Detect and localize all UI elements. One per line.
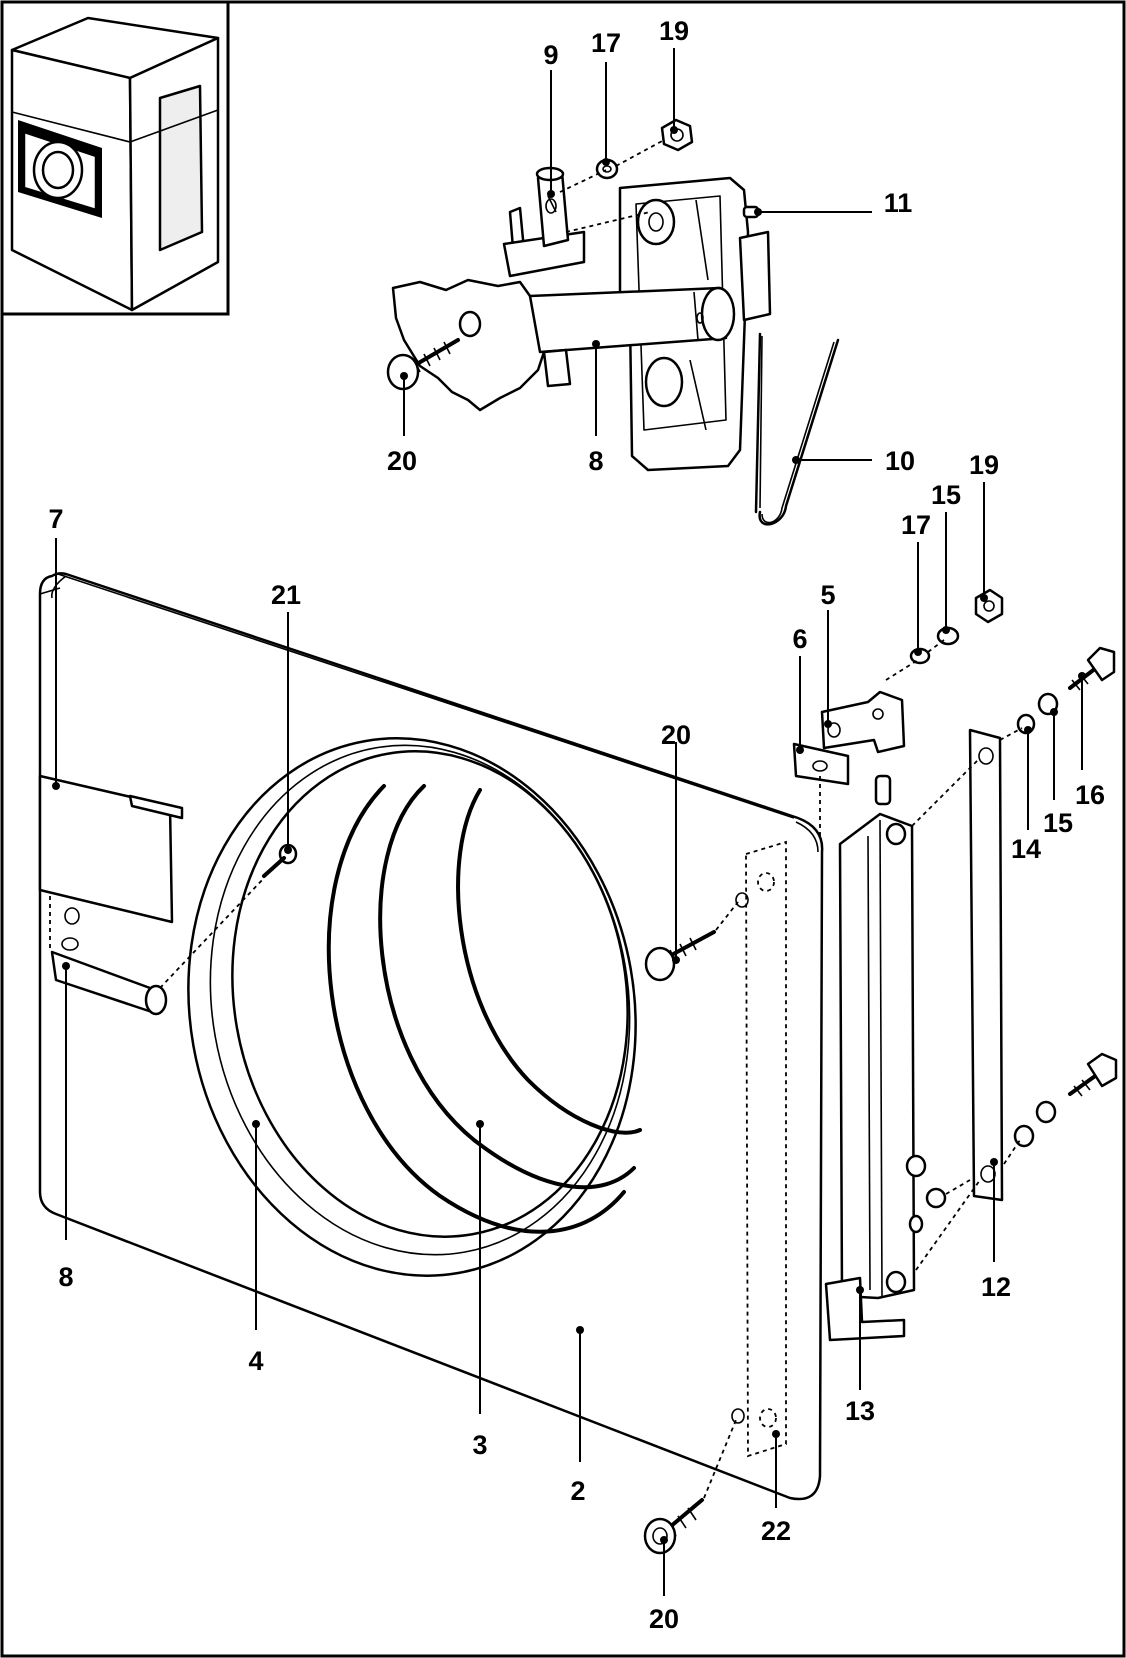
callout-3: 3 bbox=[472, 1430, 487, 1460]
callout-6: 6 bbox=[792, 624, 807, 654]
callout-21: 21 bbox=[271, 580, 301, 610]
callout-labels: 9 17 19 11 20 8 10 7 21 20 8 4 3 2 22 20… bbox=[48, 16, 1105, 1634]
door-panel-icon bbox=[38, 572, 824, 1555]
callout-8-left: 8 bbox=[58, 1262, 73, 1292]
callout-11: 11 bbox=[884, 188, 913, 218]
hinge-brackets-icon bbox=[792, 588, 1118, 1342]
callout-8-top: 8 bbox=[588, 446, 603, 476]
callout-20-mid: 20 bbox=[661, 720, 691, 750]
door-hinge-assembly-icon bbox=[386, 118, 840, 526]
callout-20-bottom: 20 bbox=[649, 1604, 679, 1634]
callout-14: 14 bbox=[1011, 834, 1041, 864]
callout-19-right: 19 bbox=[969, 450, 999, 480]
callout-10: 10 bbox=[885, 446, 915, 476]
callout-2: 2 bbox=[570, 1476, 585, 1506]
callout-17-top: 17 bbox=[591, 28, 621, 58]
callout-9: 9 bbox=[543, 40, 558, 70]
callout-13: 13 bbox=[845, 1396, 875, 1426]
callout-12: 12 bbox=[981, 1272, 1011, 1302]
callout-16: 16 bbox=[1075, 780, 1105, 810]
callout-15-top: 15 bbox=[931, 480, 961, 510]
callout-7: 7 bbox=[48, 504, 63, 534]
dryer-thumbnail-icon bbox=[0, 0, 230, 316]
callout-19-top: 19 bbox=[659, 16, 689, 46]
callout-5: 5 bbox=[820, 580, 835, 610]
callout-4: 4 bbox=[248, 1346, 263, 1376]
leader-lines bbox=[52, 48, 1086, 1596]
callout-15-mid: 15 bbox=[1043, 808, 1073, 838]
callout-22: 22 bbox=[761, 1516, 791, 1546]
callout-17-right: 17 bbox=[901, 510, 931, 540]
callout-20-top: 20 bbox=[387, 446, 417, 476]
